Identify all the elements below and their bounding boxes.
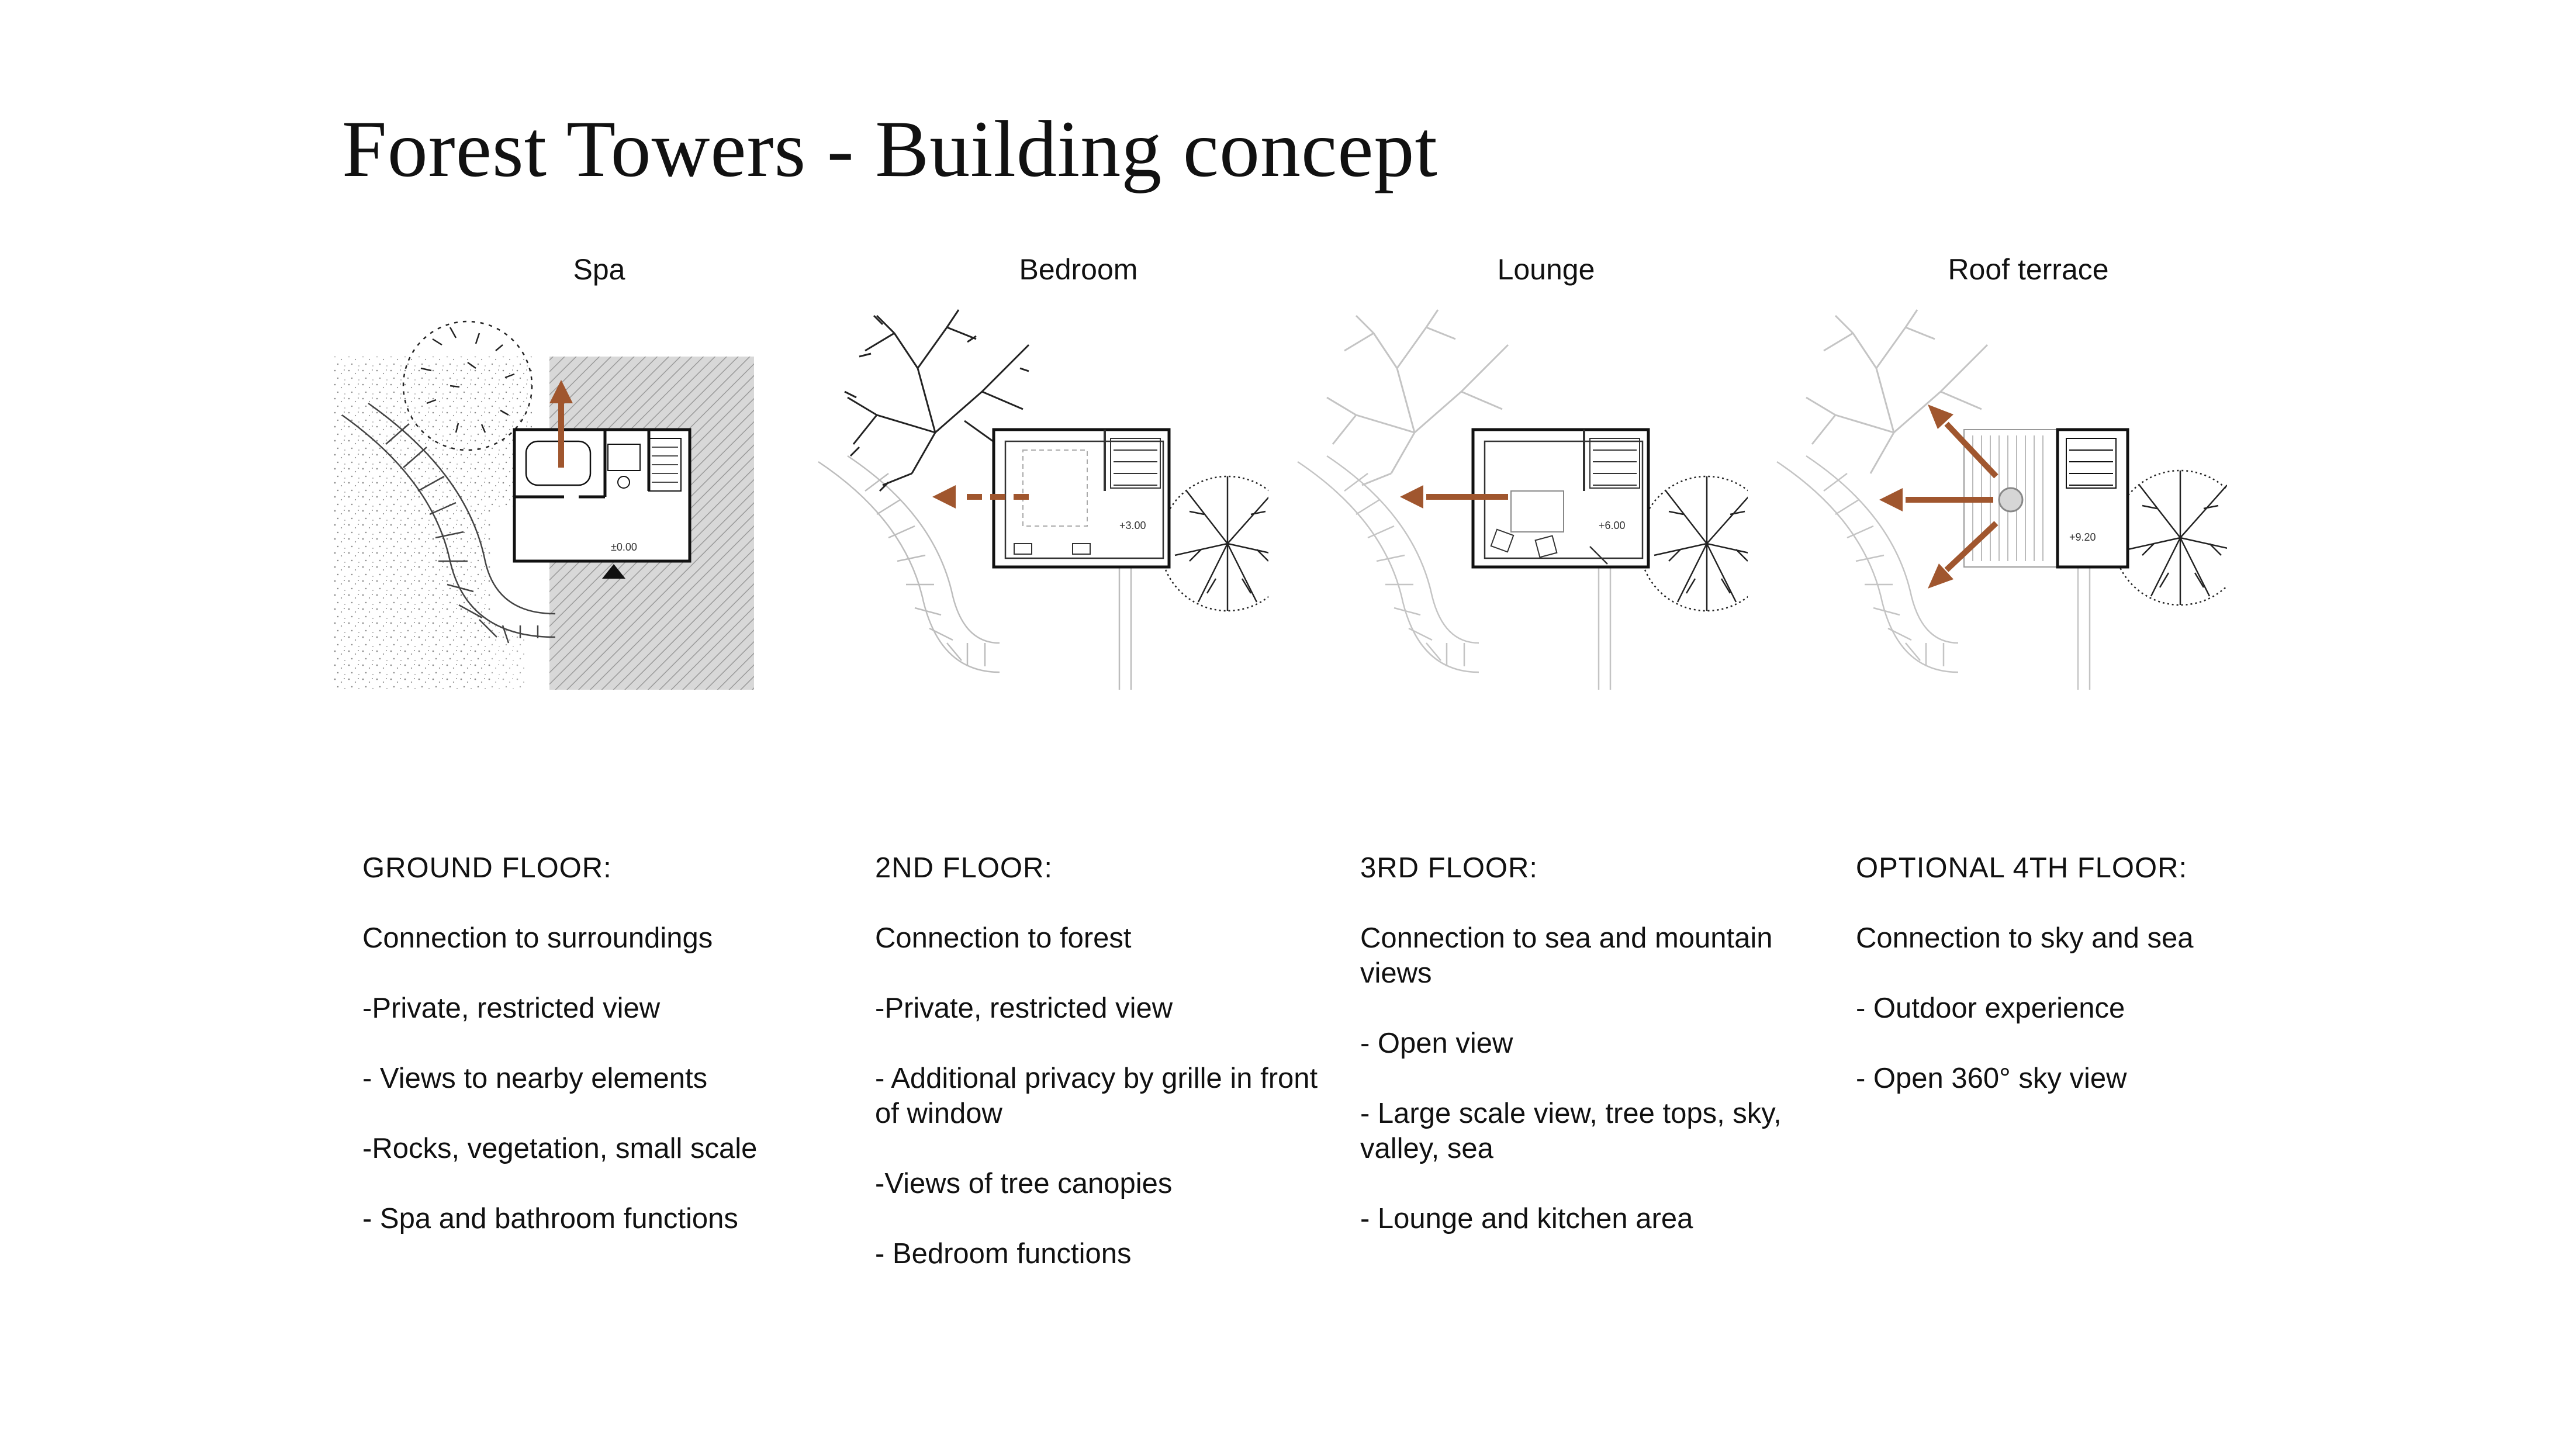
column-line: - Lounge and kitchen area [1360,1203,1693,1234]
view-arrow-up [549,380,573,468]
column-line: Connection to forest [875,922,1132,954]
column-line: Connection to surroundings [362,922,713,954]
column-line: -Rocks, vegetation, small scale [362,1133,758,1164]
column-2nd-floor: 2ND FLOOR: Connection to forest -Private… [875,850,1319,1306]
column-heading: GROUND FLOOR: [362,852,612,884]
level-marker: +3.00 [1119,520,1146,531]
column-line: -Private, restricted view [362,992,661,1024]
view-arrow-up-left [1928,404,1998,479]
plan-label-spa: Spa [573,253,625,286]
tree-icon [844,309,1030,492]
building-outline [513,428,691,563]
page-title: Forest Towers - Building concept [342,104,1438,193]
column-line: - Views to nearby elements [362,1063,708,1094]
level-marker: +6.00 [1599,520,1626,531]
column-line: - Open view [1360,1028,1513,1059]
tree-icon-2 [1638,475,1748,612]
column-optional-4th-floor: OPTIONAL 4TH FLOOR: Connection to sky an… [1856,850,2300,1131]
faint-context [818,455,1132,690]
tree-icon-2 [2112,469,2227,606]
column-line: - Outdoor experience [1856,992,2125,1024]
view-arrow-down-left [1928,521,1998,589]
column-line: - Additional privacy by grille in front … [875,1063,1318,1129]
plan-spa: ±0.00 [333,298,789,696]
column-line: Connection to sea and mountain views [1360,922,1773,989]
level-marker: +9.20 [2069,531,2096,543]
column-line: - Large scale view, tree tops, sky, vall… [1360,1098,1782,1164]
stepping-stone-path [341,402,556,644]
tree-icon [402,320,533,451]
column-line: -Private, restricted view [875,992,1173,1024]
tree-icon-2 [1159,475,1268,612]
column-line: -Views of tree canopies [875,1168,1173,1199]
level-marker: ±0.00 [611,541,637,553]
plan-roof-terrace: +9.20 [1771,298,2227,696]
tree-icon [1326,309,1509,486]
column-heading: OPTIONAL 4TH FLOOR: [1856,852,2188,884]
plan-lounge: +6.00 [1292,298,1748,696]
column-line: - Bedroom functions [875,1238,1132,1270]
view-arrow-left [1400,485,1508,509]
view-arrow-left [932,485,1029,509]
plan-bedroom: +3.00 [812,298,1268,696]
faint-context [1776,455,2091,690]
plan-label-bedroom: Bedroom [1019,253,1138,286]
view-arrow-left [1879,488,1993,511]
stair-tower [2056,428,2129,569]
faint-context [1297,455,1612,690]
column-3rd-floor: 3RD FLOOR: Connection to sea and mountai… [1360,850,1804,1271]
column-heading: 3RD FLOOR: [1360,852,1538,884]
tree-icon [1806,309,1989,474]
column-line: Connection to sky and sea [1856,922,2194,954]
column-ground-floor: GROUND FLOOR: Connection to surroundings… [362,850,818,1271]
vegetation-texture [333,357,532,690]
column-line: - Open 360° sky view [1856,1063,2127,1094]
hot-tub-icon [1998,487,2024,513]
column-heading: 2ND FLOOR: [875,852,1053,884]
plan-label-lounge: Lounge [1497,253,1595,286]
column-line: - Spa and bathroom functions [362,1203,738,1234]
plan-label-roof-terrace: Roof terrace [1948,253,2109,286]
entrance-marker-icon [602,564,625,579]
